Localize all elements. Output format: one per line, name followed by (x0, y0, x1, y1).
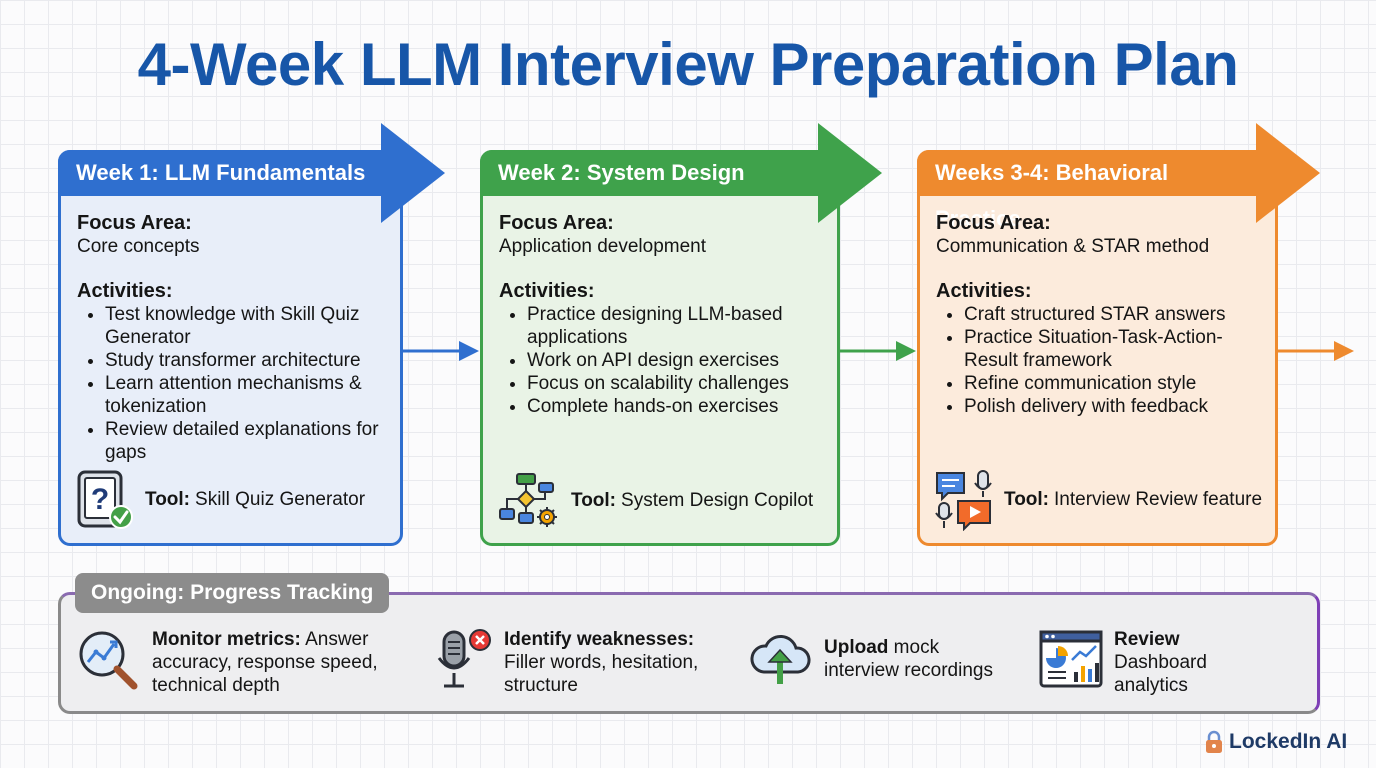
monitor-metrics-title: Monitor metrics: (152, 629, 301, 650)
connector-arrow-2-3 (840, 341, 916, 361)
brand-name: LockedIn AI (1229, 730, 1348, 753)
list-item: Focus on scalability challenges (527, 372, 823, 395)
week-3-4-tool-name: Interview Review feature (1054, 489, 1263, 510)
list-item: Refine communication style (964, 372, 1261, 395)
week-3-4-focus-label: Focus Area: (936, 212, 1051, 234)
progress-tracking-label: Ongoing: Progress Tracking (75, 573, 390, 613)
week-3-4-arrowhead (1256, 123, 1320, 223)
week-3-4-focus: Communication & STAR method (936, 236, 1210, 257)
review-title: Review (1114, 629, 1180, 650)
list-item: Study transformer architecture (105, 349, 386, 372)
week-2-focus-label: Focus Area: (499, 212, 614, 234)
week-2-tool-name: System Design Copilot (621, 490, 814, 511)
week-3-4-card: Weeks 3-4: Behavioral Practice Focus Are… (917, 123, 1320, 546)
list-item: Complete hands-on exercises (527, 395, 823, 418)
week-3-4-activities: Craft structured STAR answers Practice S… (936, 303, 1261, 418)
week-3-4-tool: Tool: Interview Review feature (934, 469, 1262, 531)
list-item: Learn attention mechanisms & tokenizatio… (105, 372, 386, 418)
week-1-tool-name: Skill Quiz Generator (195, 489, 366, 510)
week-2-card: Week 2: System Design Focus Area: Applic… (480, 123, 882, 546)
week-3-4-header: Weeks 3-4: Behavioral Practice (917, 150, 1257, 231)
list-item: Test knowledge with Skill Quiz Generator (105, 303, 386, 349)
review-text: Dashboard analytics (1114, 652, 1207, 696)
brand-logo: LockedIn AI (1204, 730, 1347, 754)
dashboard-icon (1039, 630, 1103, 688)
week-2-tool: Tool: System Design Copilot (497, 471, 813, 531)
week-2-tool-label: Tool: (571, 490, 617, 511)
week-1-activities: Test knowledge with Skill Quiz Generator… (77, 303, 386, 464)
magnifier-chart-icon (79, 631, 138, 690)
lock-icon (1206, 730, 1222, 753)
list-item: Craft structured STAR answers (964, 303, 1261, 326)
identify-weaknesses-item: Identify weaknesses: Filler words, hesit… (436, 628, 719, 697)
identify-weaknesses-text: Filler words, hesitation, structure (504, 652, 699, 696)
page-title: 4-Week LLM Interview Preparation Plan (137, 31, 1239, 98)
flowchart-gear-icon (499, 473, 557, 527)
week-1-activities-label: Activities: (77, 280, 173, 302)
connector-arrow-3-out (1278, 341, 1354, 361)
quiz-tablet-icon: ? (77, 470, 133, 529)
svg-text:?: ? (91, 483, 109, 516)
list-item: Practice designing LLM-based application… (527, 303, 823, 349)
microphone-error-icon (437, 629, 491, 688)
list-item: Polish delivery with feedback (964, 395, 1261, 418)
week-3-4-activities-label: Activities: (936, 280, 1032, 302)
week-2-arrowhead (818, 123, 882, 223)
review-dashboard-item: Review Dashboard analytics (1038, 628, 1224, 697)
upload-recordings-item: Upload mock interview recordings (748, 628, 1014, 688)
week-1-focus-label: Focus Area: (77, 212, 192, 234)
week-2-activities-label: Activities: (499, 280, 595, 302)
connector-arrow-1-2 (403, 341, 479, 361)
week-2-focus: Application development (499, 236, 707, 257)
monitor-metrics-text: Answer accuracy, response speed, technic… (152, 629, 378, 696)
week-1-header: Week 1: LLM Fundamentals (58, 150, 384, 196)
monitor-metrics-item: Monitor metrics: Answer accuracy, respon… (76, 628, 392, 697)
list-item: Practice Situation-Task-Action-Result fr… (964, 326, 1261, 372)
chat-video-mic-icon (935, 470, 992, 531)
identify-weaknesses-title: Identify weaknesses: (504, 629, 695, 650)
list-item: Review detailed explanations for gaps (105, 418, 386, 464)
week-2-activities: Practice designing LLM-based application… (499, 303, 823, 418)
list-item: Work on API design exercises (527, 349, 823, 372)
week-2-header: Week 2: System Design (480, 150, 821, 196)
week-1-tool: ? Tool: Skill Quiz Generator (75, 469, 365, 531)
week-1-tool-label: Tool: (145, 489, 191, 510)
week-1-focus: Core concepts (77, 236, 200, 257)
week-3-4-tool-label: Tool: (1004, 489, 1050, 510)
upload-title: Upload (824, 637, 889, 658)
cloud-upload-icon (750, 635, 811, 684)
week-1-arrowhead (381, 123, 445, 223)
upload-text: mock interview recordings (824, 637, 993, 681)
week-1-card: Week 1: LLM Fundamentals Focus Area: Cor… (58, 123, 445, 546)
